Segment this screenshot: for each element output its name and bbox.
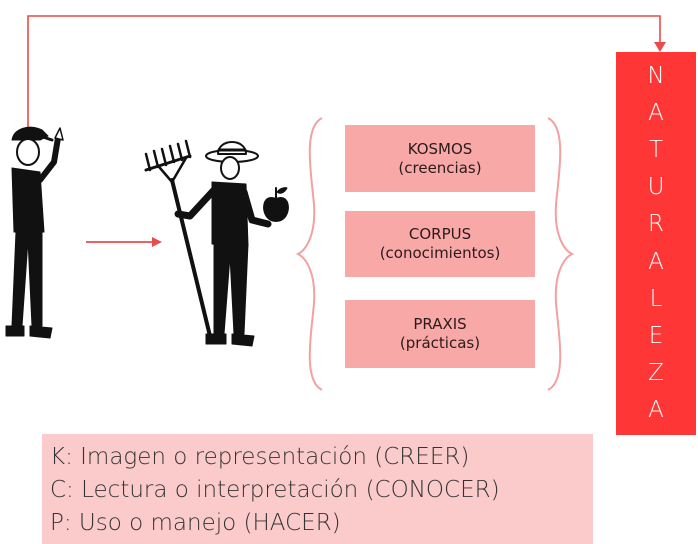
naturaleza-letter: T <box>648 137 664 164</box>
legend-item-praxis: P: Uso o manejo (HACER) <box>50 510 341 536</box>
kosmos-box: KOSMOS (creencias) <box>345 125 535 192</box>
kosmos-subtitle: (creencias) <box>398 158 482 177</box>
naturaleza-letter: L <box>649 285 663 312</box>
praxis-box: PRAXIS (prácticas) <box>345 300 535 368</box>
naturaleza-bar: N A T U R A L E Z A <box>616 52 696 435</box>
corpus-box: CORPUS (conocimientos) <box>345 211 535 277</box>
kosmos-title: KOSMOS <box>407 139 473 158</box>
naturaleza-letter: N <box>647 63 665 90</box>
praxis-title: PRAXIS <box>413 315 467 333</box>
naturaleza-letter: A <box>648 100 664 127</box>
corpus-title: CORPUS <box>408 225 472 243</box>
legend-box: K: Imagen o representación (CREER) C: Le… <box>42 434 593 544</box>
naturaleza-letter: A <box>648 248 664 275</box>
naturaleza-letter: R <box>648 211 664 238</box>
naturaleza-letter: A <box>648 396 664 423</box>
naturaleza-letter: E <box>648 322 664 349</box>
legend-item-corpus: C: Lectura o interpretación (CONOCER) <box>50 477 500 503</box>
naturaleza-letter: U <box>647 174 665 201</box>
praxis-subtitle: (prácticas) <box>399 334 481 352</box>
legend-item-kosmos: K: Imagen o representación (CREER) <box>50 444 470 470</box>
naturaleza-letter: Z <box>648 359 664 386</box>
corpus-subtitle: (conocimientos) <box>379 244 501 262</box>
